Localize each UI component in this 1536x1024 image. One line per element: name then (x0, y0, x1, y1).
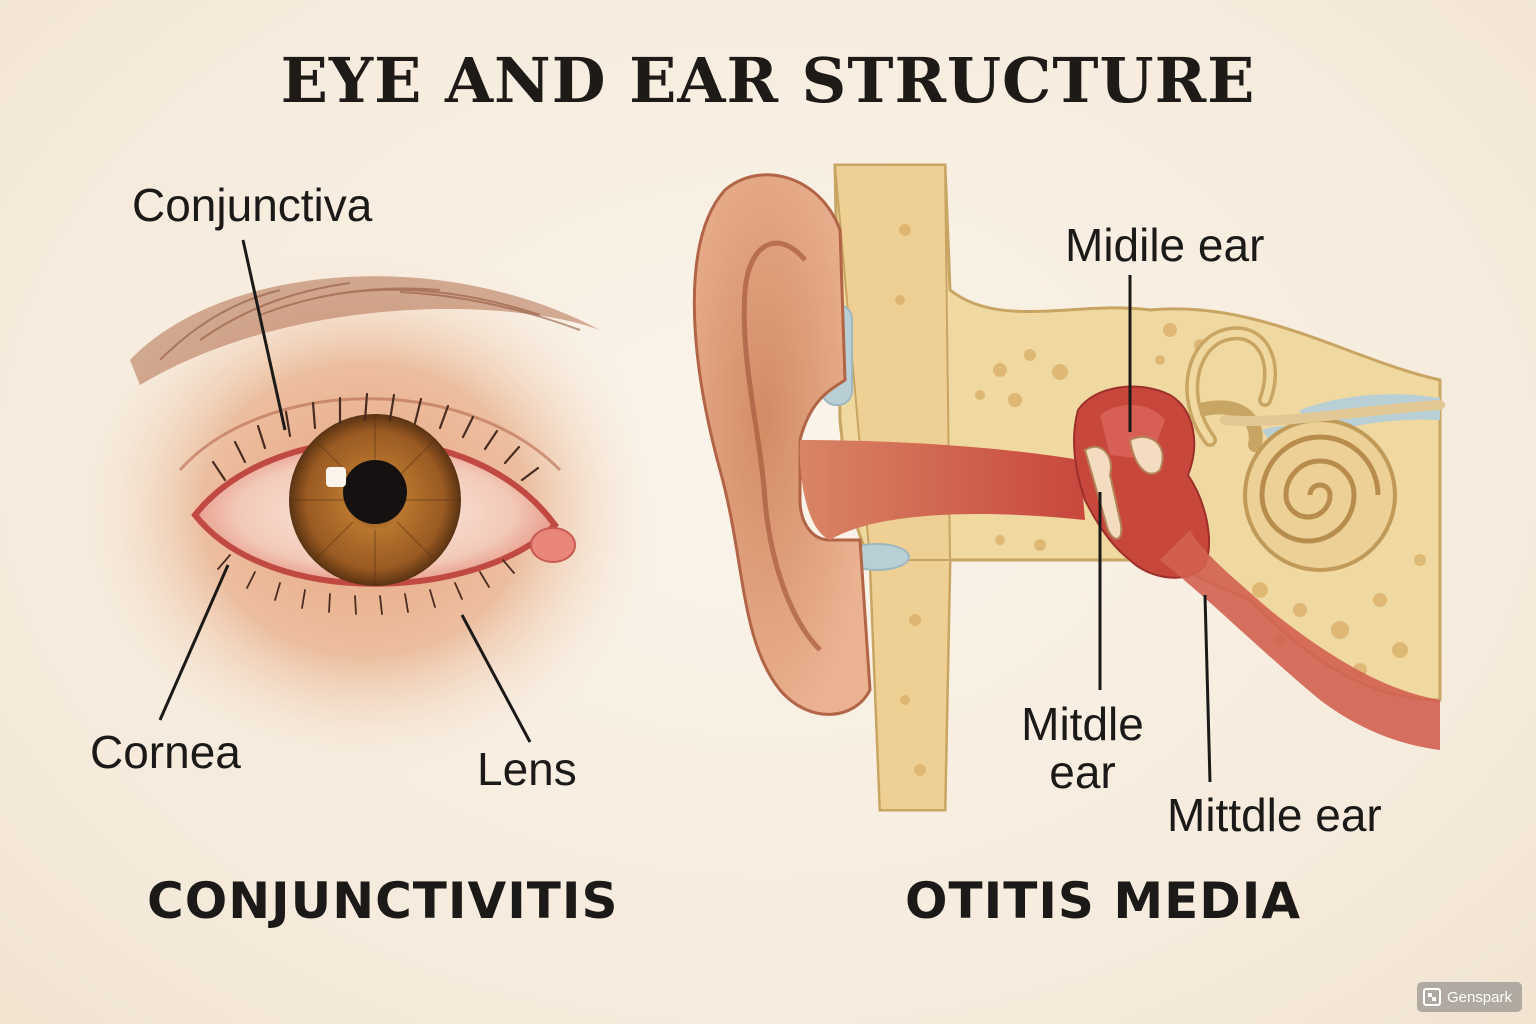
lens-leader-line (460, 614, 532, 743)
genspark-logo-icon (1422, 988, 1441, 1006)
conjunctiva-label: Conjunctiva (132, 179, 373, 231)
eye-illustration (70, 239, 660, 775)
mittdle-ear-label: Mittdle ear (1167, 789, 1382, 841)
cornea-label: Cornea (90, 726, 241, 778)
ear-cross-section-illustration (692, 163, 1445, 812)
genspark-watermark: Genspark (1416, 982, 1522, 1012)
lens-label: Lens (477, 743, 577, 795)
page-title: EYE AND EAR STRUCTURE (280, 44, 1256, 117)
conjunctiva-leader-line (241, 239, 287, 431)
midile-ear-label: Midile ear (1065, 219, 1265, 271)
mittdle-ear-leader-line (1203, 594, 1212, 783)
mitdle-ear-label: Mitdle ear (1010, 700, 1155, 796)
otitis-media-caption: OTITIS MEDIA (905, 872, 1302, 930)
conjunctivitis-caption: CONJUNCTIVITIS (147, 872, 619, 930)
cornea-leader-line (158, 564, 230, 721)
mitdle-ear-label-line1: Mitdle (1021, 698, 1144, 750)
watermark-text: Genspark (1446, 988, 1512, 1006)
mitdle-ear-label-line2: ear (1049, 746, 1116, 798)
